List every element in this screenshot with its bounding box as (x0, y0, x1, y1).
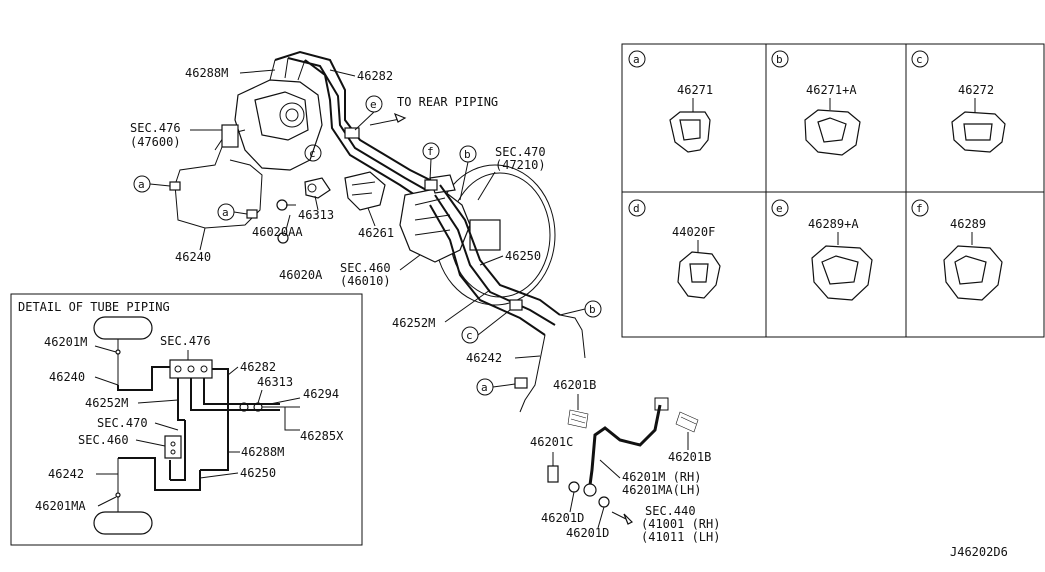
label-46261: 46261 (358, 226, 394, 240)
callout-a-2-text: a (222, 206, 229, 219)
label-46020AA: 46020AA (252, 225, 303, 239)
detail-label-sec460: SEC.460 (78, 433, 129, 447)
detail-wheel-rear (93, 511, 153, 535)
brake-booster (399, 164, 556, 306)
label-46250: 46250 (505, 249, 541, 263)
callout-c-1-text: c (309, 147, 316, 160)
clip-c-icon (951, 111, 1006, 153)
detail-label-46201MA: 46201MA (35, 499, 86, 513)
callout-b-2-text: b (589, 303, 596, 316)
clip-c-letter: c (916, 53, 923, 66)
label-46201D-a: 46201D (541, 511, 584, 525)
label-sec440-lh: (41011 (LH) (641, 530, 720, 544)
label-46020A: 46020A (279, 268, 323, 282)
label-46201C: 46201C (530, 435, 573, 449)
clip-a-icon (669, 111, 711, 153)
label-sec440-rh: (41001 (RH) (641, 517, 720, 531)
label-46288M: 46288M (185, 66, 228, 80)
detail-label-sec476: SEC.476 (160, 334, 211, 348)
label-sec460-sub: (46010) (340, 274, 391, 288)
clip-b-part: 46271+A (806, 83, 857, 97)
bracket-46261 (344, 171, 386, 211)
label-46313: 46313 (298, 208, 334, 222)
detail-label-46252M: 46252M (85, 396, 128, 410)
label-to-rear-piping: TO REAR PIPING (397, 95, 498, 109)
clip-f-letter: f (916, 202, 923, 215)
detail-sec476-block (169, 359, 213, 379)
label-46240: 46240 (175, 250, 211, 264)
clip-f-icon (943, 245, 1003, 301)
callout-a-1-text: a (138, 178, 145, 191)
clip-a-letter: a (633, 53, 640, 66)
detail-label-46240: 46240 (49, 370, 85, 384)
label-sec470-sub: (47210) (495, 158, 546, 172)
label-sec470: SEC.470 (495, 145, 546, 159)
bolt-46020AA (276, 199, 296, 211)
label-46201D-b: 46201D (566, 526, 609, 540)
callout-b-1-text: b (464, 148, 471, 161)
label-46201B-right: 46201B (668, 450, 711, 464)
detail-tube-piping: DETAIL OF TUBE PIPING (10, 293, 363, 546)
callout-c-2-text: c (466, 329, 473, 342)
label-46242: 46242 (466, 351, 502, 365)
diagram-id: J46202D6 (950, 545, 1008, 559)
detail-label-46313: 46313 (257, 375, 293, 389)
detail-label-46285X: 46285X (300, 429, 344, 443)
clip-d-icon (677, 251, 721, 299)
callout-markers: a a e c f b b c a (133, 95, 602, 396)
clip-d-letter: d (633, 202, 640, 215)
detail-sec460-block (164, 435, 182, 459)
label-sec476-sub: (47600) (130, 135, 181, 149)
clip-table: a 46271 b 46271+A c 46272 d 44020F e 462… (621, 43, 1045, 338)
clip-a-part: 46271 (677, 83, 713, 97)
clip-b-letter: b (776, 53, 783, 66)
label-sec460: SEC.460 (340, 261, 391, 275)
label-46282: 46282 (357, 69, 393, 83)
clip-e-part: 46289+A (808, 217, 859, 231)
main-assembly (169, 50, 699, 525)
clip-e-letter: e (776, 202, 783, 215)
detail-label-46294: 46294 (303, 387, 339, 401)
label-sec440: SEC.440 (645, 504, 696, 518)
detail-label-46250: 46250 (240, 466, 276, 480)
actuator-unit (214, 57, 323, 171)
label-46252M: 46252M (392, 316, 435, 330)
detail-label-46288M: 46288M (241, 445, 284, 459)
callout-f-text: f (427, 145, 434, 158)
detail-wheel-front (93, 316, 153, 340)
label-sec476: SEC.476 (130, 121, 181, 135)
detail-label-46242: 46242 (48, 467, 84, 481)
clip-f-part: 46289 (950, 217, 986, 231)
clip-b-icon (804, 109, 861, 156)
callout-a-3-text: a (481, 381, 488, 394)
label-46201MA-lh: 46201MA(LH) (622, 483, 701, 497)
detail-label-sec470: SEC.470 (97, 416, 148, 430)
detail-label-46282: 46282 (240, 360, 276, 374)
callout-e-text: e (370, 98, 377, 111)
bracket-46313 (304, 177, 331, 199)
clip-d-part: 44020F (672, 225, 715, 239)
main-labels: 46288M 46282 SEC.476 (47600) TO REAR PIP… (130, 66, 720, 544)
detail-title: DETAIL OF TUBE PIPING (18, 300, 170, 314)
detail-label-46201M: 46201M (44, 335, 87, 349)
brake-hose (547, 397, 699, 525)
bolt-46020A (277, 214, 291, 244)
callout-c-1 (304, 144, 322, 162)
clip-e-icon (811, 245, 873, 301)
label-46201M-rh: 46201M (RH) (622, 470, 701, 484)
label-46201B-top: 46201B (553, 378, 596, 392)
clip-c-part: 46272 (958, 83, 994, 97)
